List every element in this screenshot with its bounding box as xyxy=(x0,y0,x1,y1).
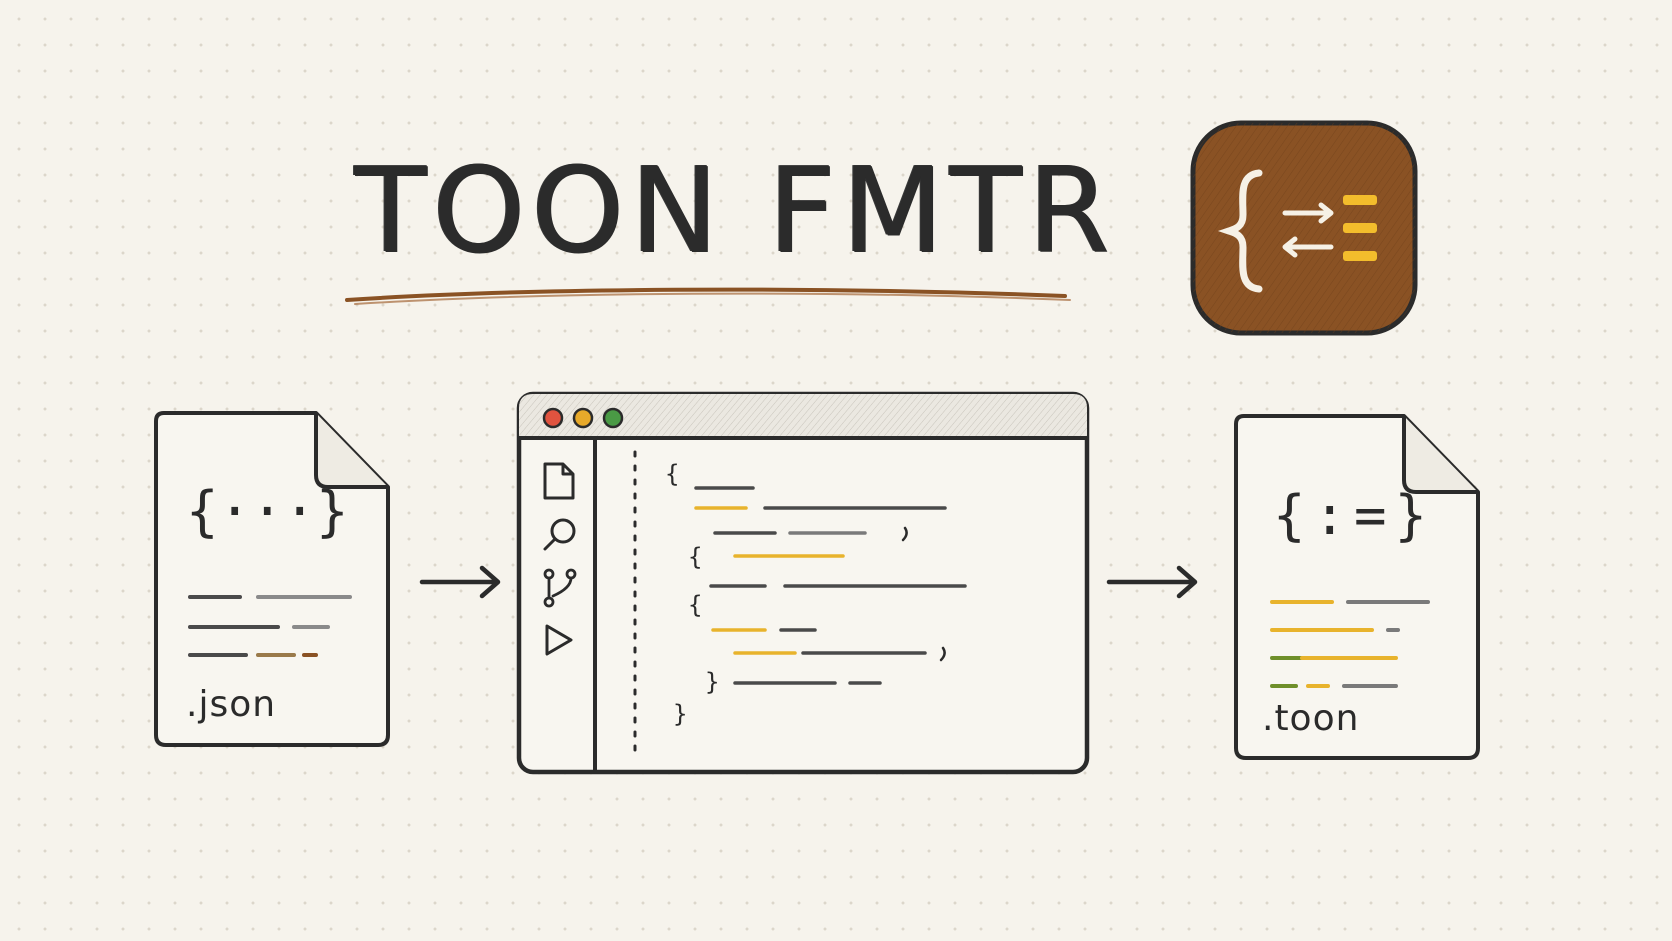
window-maximize-button xyxy=(602,407,624,429)
input-file-extension: .json xyxy=(186,684,277,725)
title-underline xyxy=(345,287,1071,305)
title-block: TOON FMTR xyxy=(325,140,1145,340)
output-file-icon xyxy=(1234,414,1480,760)
logo-arrow-left-icon xyxy=(1282,236,1334,258)
output-file-extension: .toon xyxy=(1262,698,1360,739)
input-file-brace: {···} xyxy=(186,480,349,543)
arrow-right-icon xyxy=(419,565,501,599)
code-close-brace-2: } xyxy=(673,700,687,728)
code-close-brace: } xyxy=(705,668,719,696)
arrow-right-icon-2 xyxy=(1106,565,1198,599)
code-open-brace-3: { xyxy=(688,591,702,619)
input-file-icon xyxy=(154,411,390,747)
editor-window: { { { } } xyxy=(516,391,1090,775)
window-minimize-button xyxy=(572,407,594,429)
code-open-brace: { xyxy=(665,460,679,488)
page-title: TOON FMTR xyxy=(354,141,1116,279)
app-logo xyxy=(1190,120,1418,336)
logo-arrow-right-icon xyxy=(1282,202,1334,224)
run-icon xyxy=(545,624,573,656)
logo-brace-icon xyxy=(1217,169,1263,293)
window-close-button xyxy=(542,407,564,429)
branch-icon xyxy=(543,568,577,608)
search-icon xyxy=(543,518,576,551)
output-file-brace: {:=} xyxy=(1273,484,1436,547)
file-icon xyxy=(543,462,575,500)
code-open-brace-2: { xyxy=(688,543,702,571)
